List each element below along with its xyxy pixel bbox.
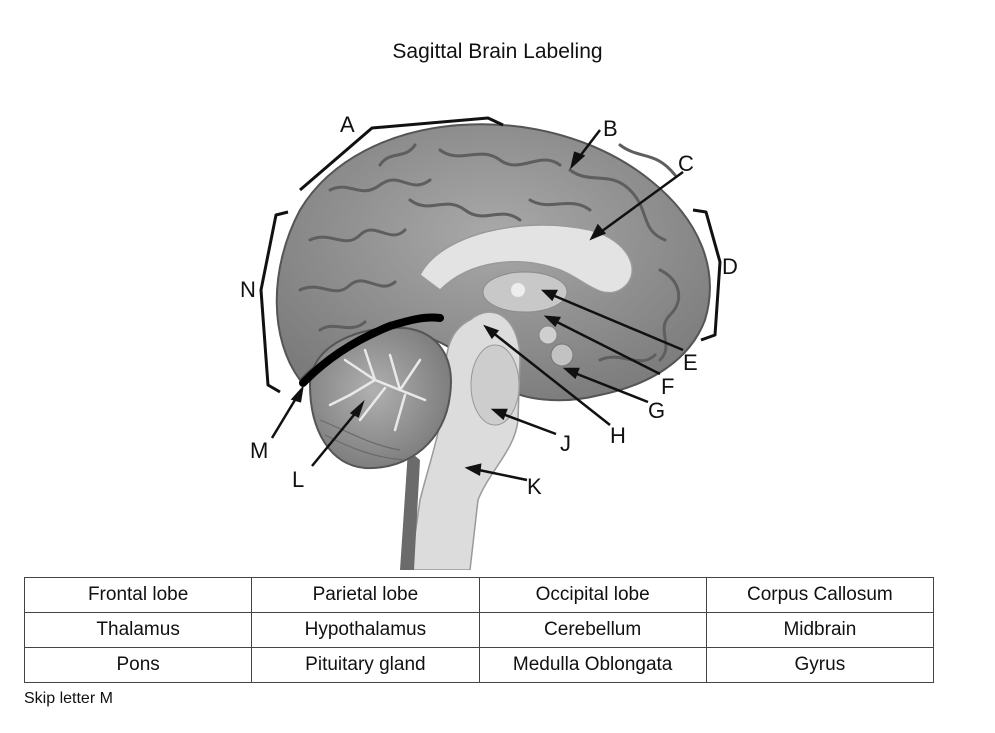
label-h: H — [610, 423, 626, 448]
word-bank-cell: Thalamus — [23, 612, 253, 648]
arrow-k — [473, 467, 528, 482]
bracket-n — [259, 210, 289, 394]
word-bank-cell: Cerebellum — [478, 612, 707, 648]
thalamus-dot — [511, 283, 525, 297]
arrow-h — [491, 331, 611, 426]
table-row: Pons Pituitary gland Medulla Oblongata G… — [23, 647, 935, 683]
word-bank-cell: Corpus Callosum — [705, 577, 935, 613]
arrow-f — [552, 318, 661, 376]
page-title: Sagittal Brain Labeling — [392, 40, 603, 63]
word-bank-cell: Medulla Oblongata — [478, 647, 707, 683]
pointer-arrows — [270, 129, 684, 482]
arrow-m — [270, 394, 300, 439]
brain-diagram: A B C D E F G H J K L M N — [240, 112, 738, 570]
gyri-folds — [298, 143, 681, 363]
label-b: B — [603, 116, 618, 141]
word-bank-cell: Frontal lobe — [23, 577, 253, 613]
table-row: Frontal lobe Parietal lobe Occipital lob… — [23, 577, 935, 613]
spinal-cord-dark — [400, 450, 420, 570]
pituitary-gland — [550, 343, 574, 367]
arrow-c — [597, 170, 684, 236]
arrow-l — [311, 409, 359, 467]
word-bank-cell: Occipital lobe — [478, 577, 707, 613]
arrow-g — [571, 370, 649, 404]
label-a: A — [340, 112, 355, 137]
label-n: N — [240, 277, 256, 302]
label-c: C — [678, 151, 694, 176]
bracket-a — [299, 116, 504, 192]
cerebellum-folia — [319, 419, 406, 461]
word-bank-cell: Pons — [23, 647, 253, 683]
word-bank-cell: Midbrain — [705, 612, 935, 648]
brackets — [259, 116, 722, 394]
label-d: D — [722, 254, 738, 279]
label-j: J — [560, 431, 571, 456]
cerebellum — [308, 326, 452, 470]
bracket-d — [692, 208, 722, 342]
instruction-note: Skip letter M — [24, 690, 113, 707]
arbor-vitae — [328, 348, 427, 432]
arrow-j — [499, 411, 557, 436]
label-m: M — [250, 438, 268, 463]
letter-labels: A B C D E F G H J K L M N — [240, 112, 738, 499]
word-bank-cell: Pituitary gland — [251, 647, 480, 683]
word-bank-cell: Gyrus — [705, 647, 935, 683]
corpus-callosum — [419, 224, 633, 294]
pons — [470, 344, 520, 426]
word-bank-table: Frontal lobe Parietal lobe Occipital lob… — [23, 577, 935, 683]
word-bank-cell: Parietal lobe — [251, 577, 480, 613]
thalamus — [482, 271, 568, 313]
table-row: Thalamus Hypothalamus Cerebellum Midbrai… — [23, 612, 935, 648]
arrow-e — [549, 292, 684, 352]
label-e: E — [683, 350, 698, 375]
label-l: L — [292, 467, 304, 492]
word-bank-cell: Hypothalamus — [251, 612, 480, 648]
tentorium-line — [299, 313, 444, 387]
label-f: F — [661, 374, 674, 399]
label-g: G — [648, 398, 665, 423]
label-k: K — [527, 474, 542, 499]
hypothalamus — [538, 325, 558, 345]
